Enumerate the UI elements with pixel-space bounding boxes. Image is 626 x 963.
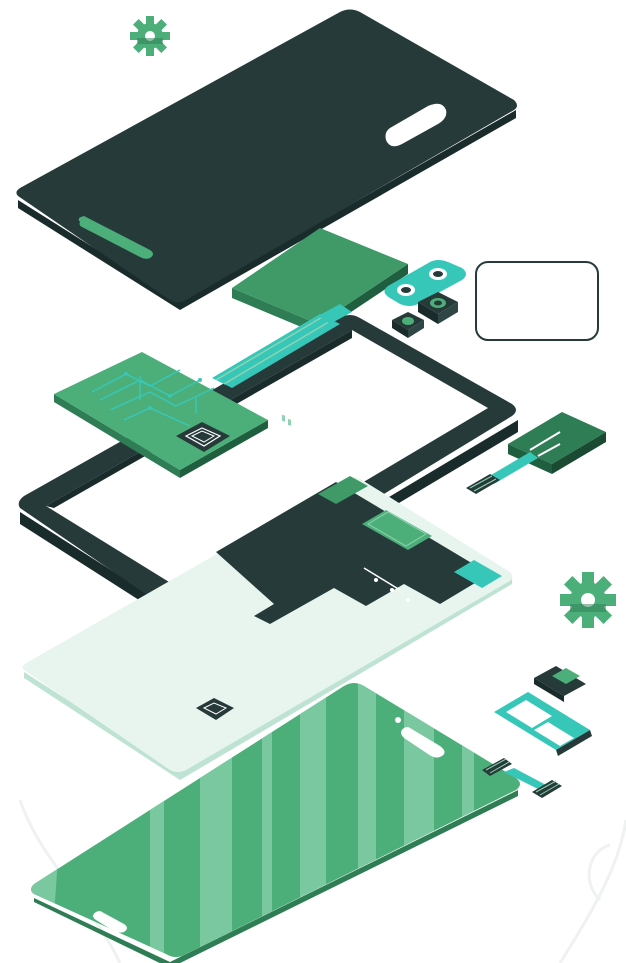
sim-tray <box>494 692 592 756</box>
gear-icon <box>130 16 170 56</box>
sd-card <box>534 666 586 702</box>
blank-callout-box <box>476 262 598 340</box>
gear-icon-large <box>560 572 616 628</box>
